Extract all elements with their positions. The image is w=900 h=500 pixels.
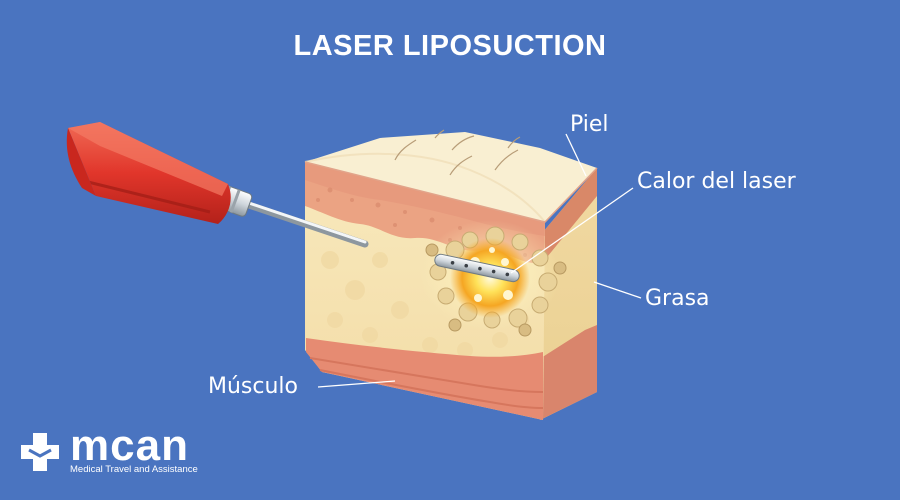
mcan-logo-icon: [21, 433, 59, 471]
label-laser-heat: Calor del laser: [637, 169, 796, 194]
label-fat: Grasa: [645, 286, 710, 311]
leader-lines: [317, 133, 642, 388]
leader-line-muscle: [317, 380, 396, 388]
leader-line-skin: [565, 133, 587, 177]
label-skin: Piel: [570, 112, 609, 137]
label-muscle: Músculo: [208, 374, 298, 399]
skin-hairs: [394, 129, 521, 176]
muscle-layer: [306, 338, 543, 420]
diagram-title: LASER LIPOSUCTION: [293, 30, 607, 62]
logo-tagline: Medical Travel and Assistance: [70, 464, 198, 475]
laser-cannula-device: [66, 122, 369, 248]
logo-wordmark: mcan: [70, 421, 189, 470]
tissue-side-face: [540, 168, 597, 420]
laser-fiber: [434, 253, 520, 283]
leader-line-fat: [593, 281, 642, 299]
leader-line-laser-heat: [510, 187, 634, 274]
